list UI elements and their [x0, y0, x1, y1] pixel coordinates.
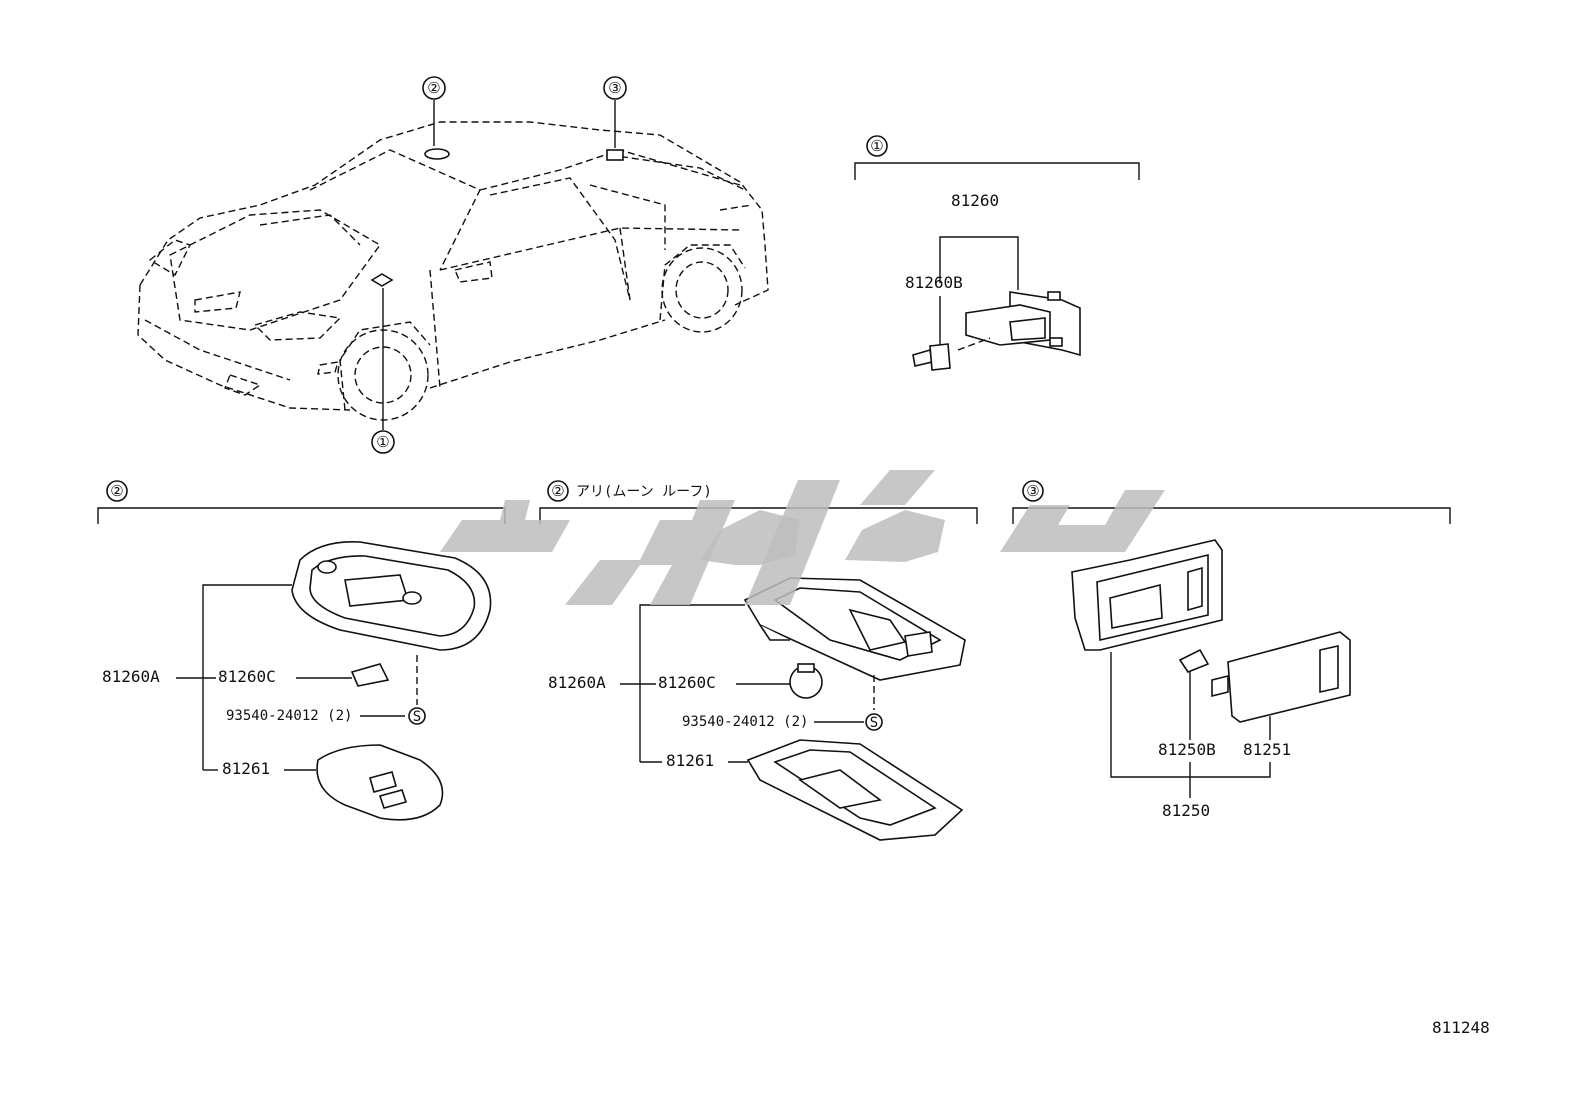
mid-part-93540: 93540-24012 (2)	[682, 714, 808, 730]
left-bulb	[350, 663, 390, 687]
part-81251: 81251	[1243, 740, 1291, 759]
svg-text:S: S	[870, 715, 878, 731]
room-lamp-location-3	[606, 149, 624, 161]
part-81250: 81250	[1162, 801, 1210, 820]
dome-lamp-lens	[316, 744, 444, 821]
mid-part-81260A: 81260A	[548, 673, 606, 692]
part-81260B: 81260B	[905, 273, 963, 292]
diagram-code: 811248	[1432, 1018, 1490, 1037]
section-2-moonroof: ② アリ(ムーン ルーフ) 81260A 81260C 93540-24012 …	[539, 480, 978, 841]
room-lamp-housing	[1071, 539, 1223, 651]
mid-part-81261: 81261	[666, 751, 714, 770]
section-1: ① 81260 81260B	[854, 135, 1140, 371]
callout-3: ③	[608, 79, 621, 97]
moonroof-lamp-lens	[746, 739, 964, 841]
section-3-label: ③	[1026, 482, 1039, 500]
moonroof-lamp-housing	[743, 577, 966, 681]
switch-bulb	[912, 343, 951, 371]
room-lamp-bulb	[1178, 648, 1210, 673]
section-2-mid-label: ②	[551, 482, 564, 500]
courtesy-switch-location-1	[370, 273, 394, 287]
section-3: ③ 81250B 81251 81250	[1012, 480, 1451, 820]
dome-lamp-housing	[291, 541, 492, 651]
watermark-logo	[440, 470, 1165, 605]
callout-2: ②	[427, 79, 440, 97]
part-81250B: 81250B	[1158, 740, 1216, 759]
room-lamp-lens	[1211, 631, 1351, 723]
mid-part-81260C: 81260C	[658, 673, 716, 692]
left-part-93540: 93540-24012 (2)	[226, 708, 352, 724]
dome-lamp-location-2	[424, 148, 450, 160]
car-outline	[137, 121, 769, 421]
left-part-81260C: 81260C	[218, 667, 276, 686]
svg-text:S: S	[413, 709, 421, 725]
left-part-81260A: 81260A	[102, 667, 160, 686]
section-2-left-label: ②	[110, 482, 123, 500]
section-2-left: ② 81260A 81260C 93540-24012 (2) S 81261	[97, 480, 506, 821]
left-screw-icon	[408, 707, 426, 725]
mid-bulb	[789, 663, 823, 699]
section-2-mid-note: アリ(ムーン ルーフ)	[576, 484, 712, 500]
car-callouts: ② ③ ①	[371, 76, 627, 454]
section-1-label: ①	[870, 137, 883, 155]
mid-screw-icon	[865, 713, 883, 731]
left-part-81261: 81261	[222, 759, 270, 778]
callout-1: ①	[376, 433, 389, 451]
courtesy-switch	[957, 291, 1081, 357]
part-81260: 81260	[951, 191, 999, 210]
